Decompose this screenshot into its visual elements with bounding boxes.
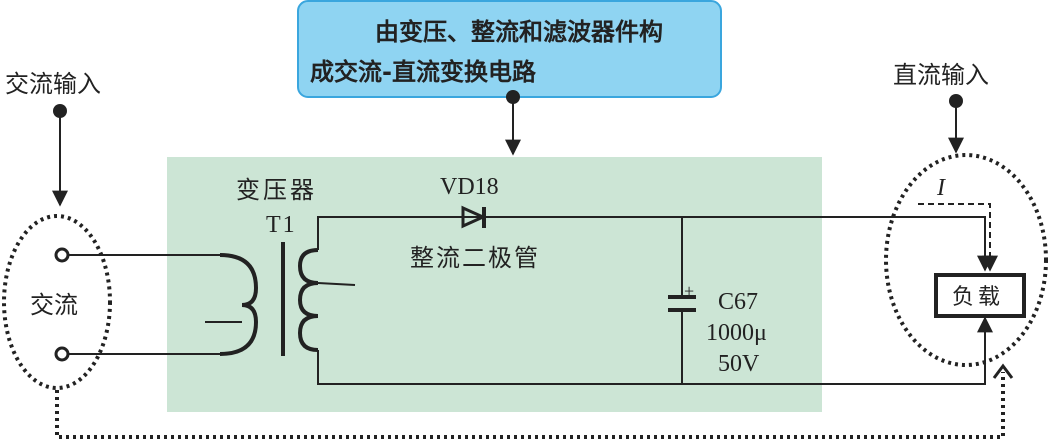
capacitor-c67 [668, 217, 696, 384]
current-flow-arrow [918, 203, 998, 272]
capacitor-voltage: 50V [718, 351, 760, 377]
callout-line-1: 由变压、整流和滤波器件构 [375, 18, 663, 46]
ac-terminal-bottom [54, 346, 70, 362]
dc-input-label: 直流输入 [893, 61, 989, 89]
bottom-wire [317, 316, 993, 385]
capacitor-plus: + [684, 281, 694, 301]
transformer-ref: T1 [266, 212, 297, 238]
primary-coil [219, 253, 259, 356]
transformer-label: 变压器 [236, 176, 317, 204]
ac-source-ellipse [2, 214, 112, 390]
return-chevron-icon [992, 363, 1014, 379]
diode-name: 整流二极管 [410, 244, 540, 272]
secondary-coil [297, 248, 319, 352]
callout: 由变压、整流和滤波器件构 成交流-直流变换电路 [297, 0, 722, 156]
top-wire [317, 216, 993, 272]
current-label: I [936, 175, 946, 201]
capacitor-ref: C67 [718, 289, 758, 315]
diode-ref: VD18 [440, 174, 499, 200]
load-box [934, 273, 1026, 318]
callout-line-2: 成交流-直流变换电路 [310, 58, 537, 86]
dotted-return-path [55, 372, 1005, 439]
ac-label: 交流 [30, 291, 78, 319]
capacitor-value: 1000μ [706, 320, 767, 346]
ac-input-label: 交流输入 [5, 70, 101, 98]
secondary-tap [317, 282, 356, 286]
ac-terminal-top [54, 247, 70, 263]
diode-vd18 [461, 205, 487, 229]
load-label: 负载 [952, 285, 1004, 310]
transformer-t1 [205, 242, 356, 356]
dc-load-ellipse [884, 153, 1048, 367]
circuit-area [167, 157, 822, 412]
